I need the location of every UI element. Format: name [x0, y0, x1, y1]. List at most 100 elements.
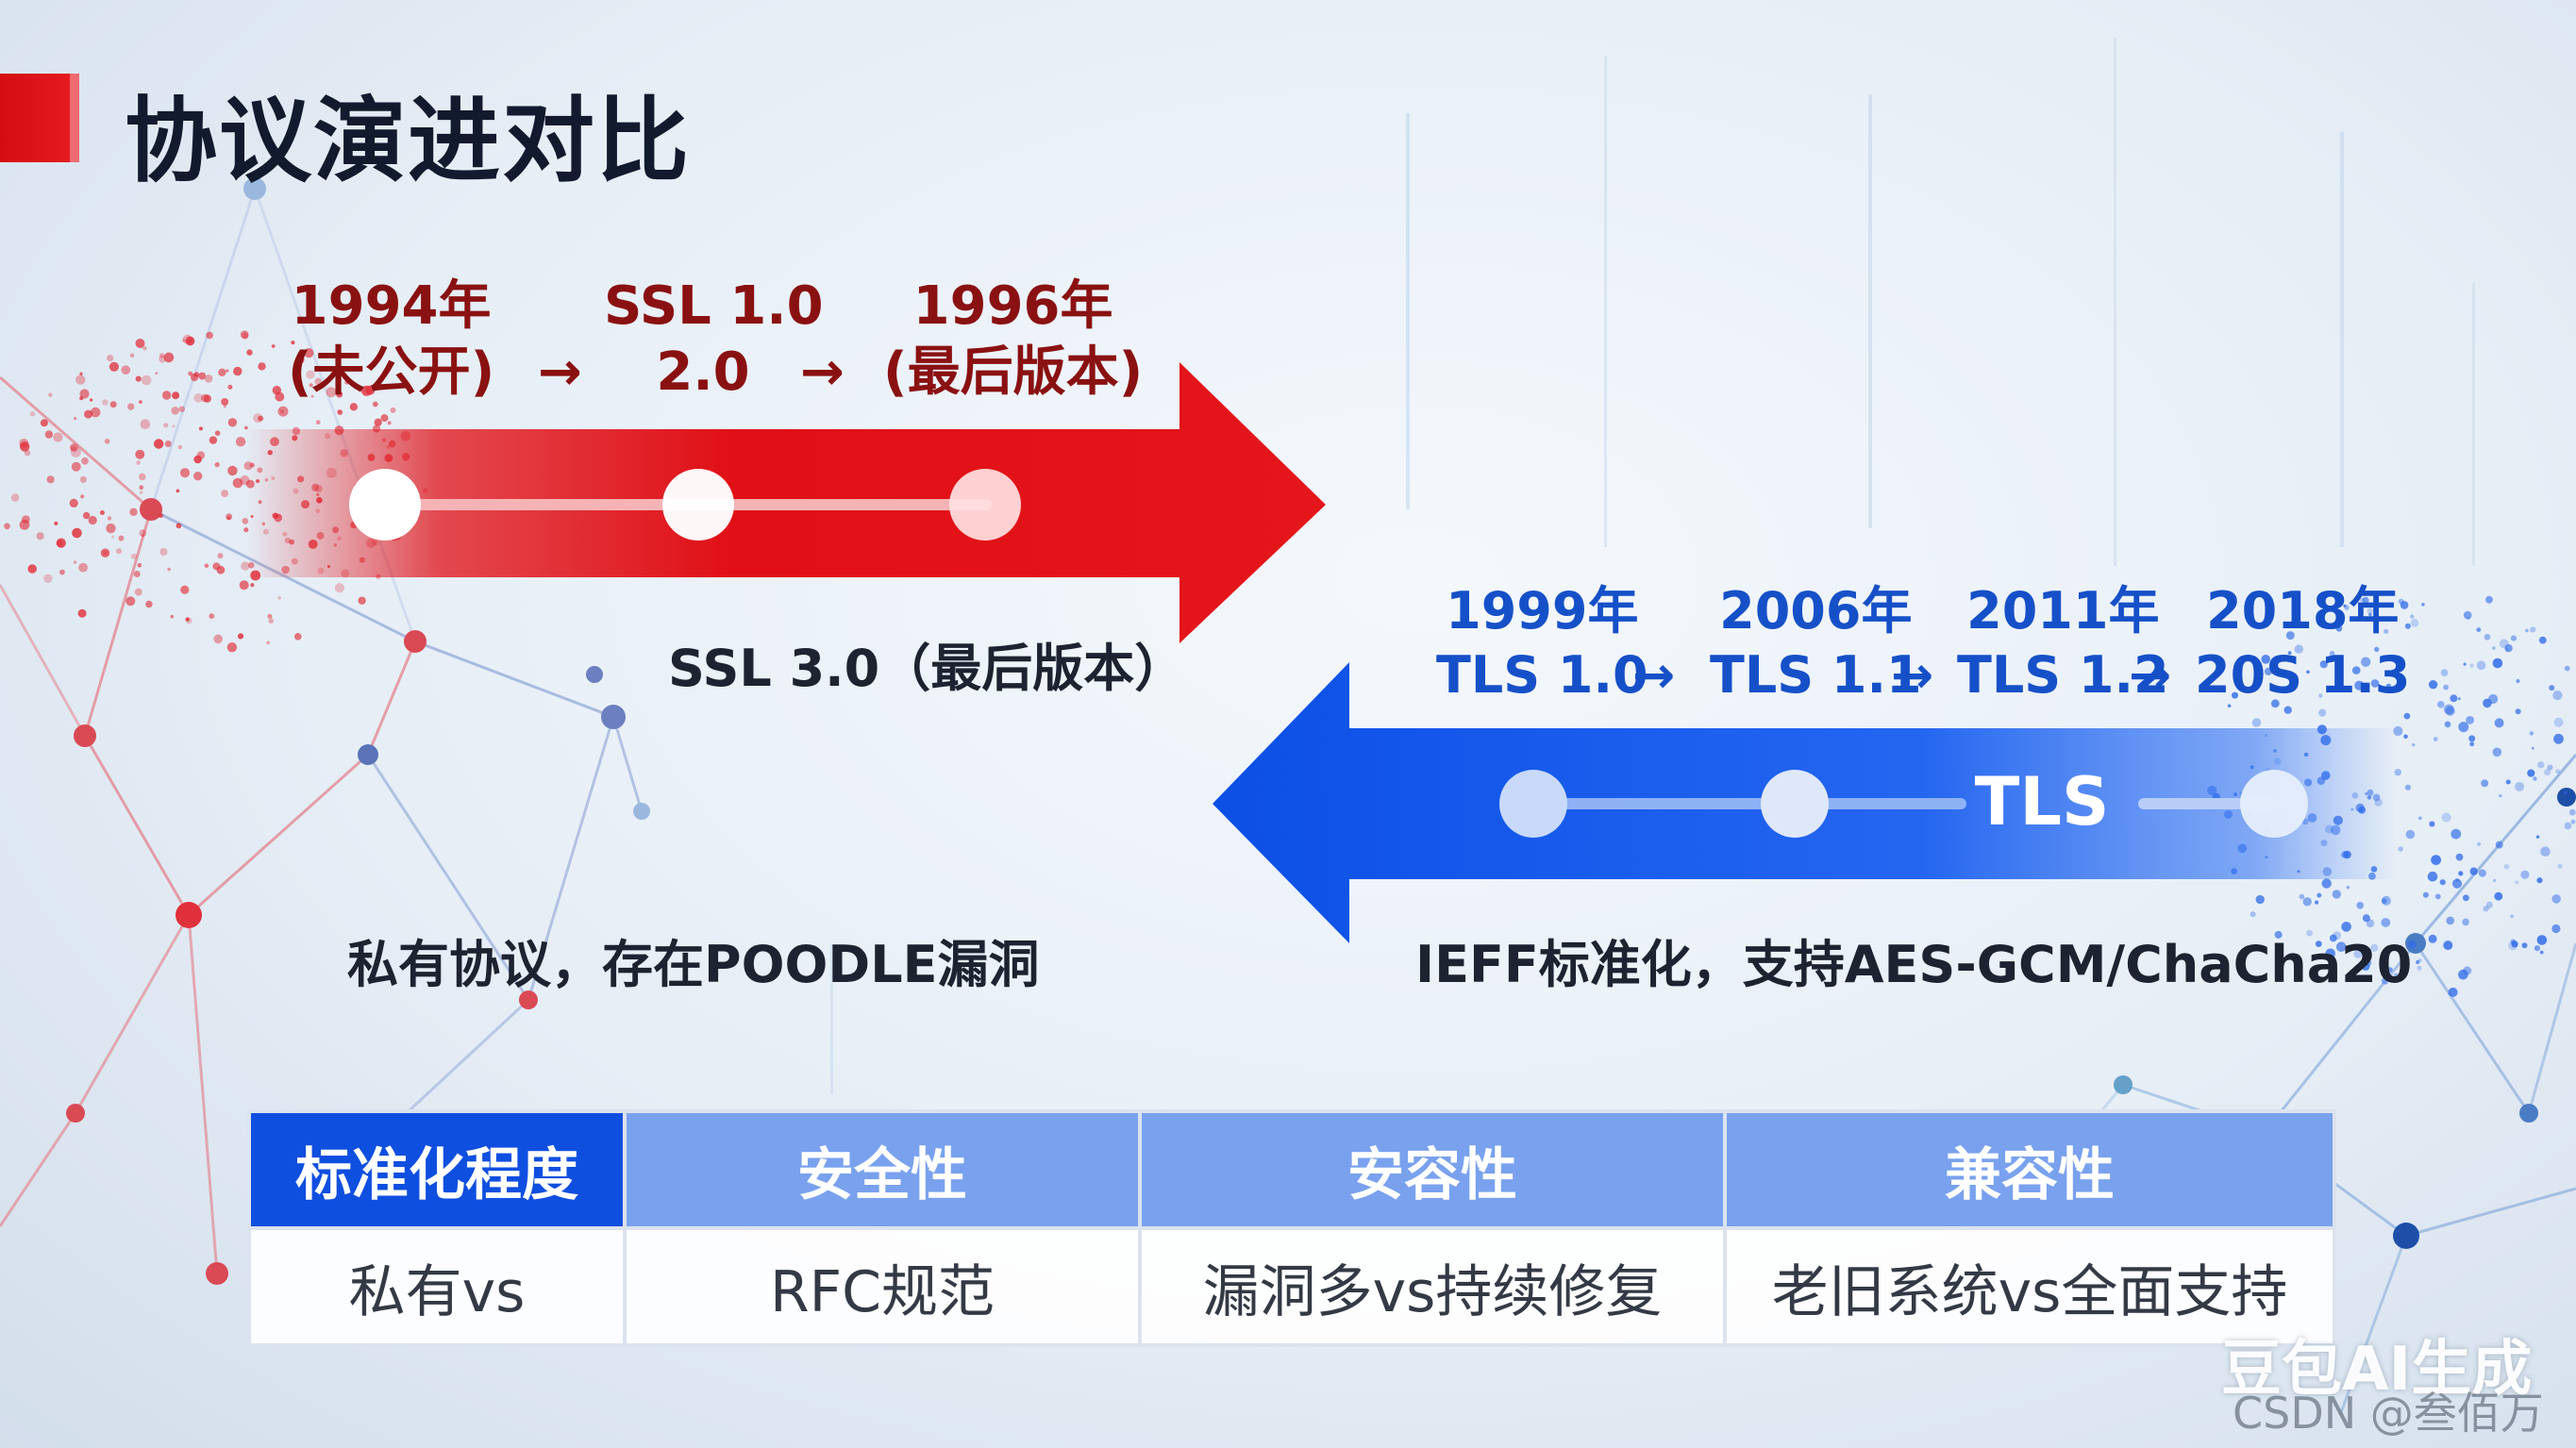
particle-dot [2418, 816, 2422, 820]
particle-dot [193, 455, 202, 464]
particle-dot [164, 441, 172, 447]
light-streaks [830, 38, 2475, 1094]
particle-dot [2294, 644, 2303, 654]
particle-dot [2463, 662, 2467, 666]
particle-dot [2527, 769, 2535, 777]
particle-dot [170, 614, 175, 619]
particle-dot [315, 420, 321, 425]
particle-dot [172, 391, 180, 400]
particle-dot [2534, 945, 2540, 952]
table-cell: RFC规范 [623, 1226, 1142, 1347]
particle-dot [277, 595, 282, 600]
particle-dot [2564, 822, 2572, 830]
particle-dot [127, 403, 135, 410]
particle-dot [161, 391, 172, 400]
particle-dot [56, 538, 66, 548]
tls-version-2-name: TLS 1.1 [1710, 645, 1922, 705]
particle-dot [2335, 941, 2347, 952]
particle-dot [136, 460, 141, 465]
particle-dot [2564, 665, 2570, 672]
particle-dot [2540, 846, 2551, 857]
particle-dot [2354, 680, 2365, 691]
particle-dot [2404, 784, 2411, 791]
particle-dot [36, 532, 44, 541]
table-row: 私有vs RFC规范 漏洞多vs持续修复 老旧系统vs全面支持 [247, 1226, 2336, 1347]
particle-dot [2494, 718, 2504, 728]
comparison-table: 标准化程度 安全性 安容性 兼容性 私有vs RFC规范 漏洞多vs持续修复 老… [247, 1109, 2336, 1347]
particle-dot [2443, 940, 2453, 951]
tls-version-1-name: TLS 1.0 [1436, 645, 1648, 705]
particle-dot [2515, 880, 2518, 885]
particle-dot [154, 439, 164, 449]
particle-dot [2368, 612, 2372, 617]
particle-dot [2285, 631, 2295, 641]
particle-dot [314, 377, 323, 386]
particle-dot [109, 361, 119, 372]
particle-dot [88, 515, 97, 525]
particle-dot [2403, 734, 2408, 740]
ssl-version-3-line2: (最后版本) [883, 341, 1144, 403]
particle-dot [69, 498, 78, 508]
particle-dot [2547, 764, 2553, 771]
particle-dot [2536, 877, 2543, 884]
particle-dot [139, 491, 143, 494]
particle-dot [214, 430, 221, 437]
particle-dot [2410, 614, 2415, 619]
particle-dot [79, 389, 90, 399]
particle-dot [2299, 893, 2305, 900]
particle-dot [142, 346, 147, 351]
tls-version-2: 2006年 TLS 1.1 [1710, 579, 1922, 707]
tls-version-4-name: 20S 1.3 [2195, 645, 2411, 705]
particle-dot [2422, 891, 2429, 898]
particle-dot [2446, 916, 2454, 925]
particle-dot [349, 403, 359, 411]
tls-version-3-year: 2011年 [1966, 581, 2160, 641]
particle-dot [155, 372, 159, 375]
tls-version-1-year: 1999年 [1446, 581, 1639, 641]
particle-dot [2306, 929, 2314, 937]
particle-dot [135, 375, 142, 382]
particle-dot [2568, 808, 2576, 816]
particle-dot [227, 465, 238, 476]
particle-dot [390, 407, 396, 413]
particle-dot [2476, 627, 2482, 632]
ssl-version-2-line1: SSL 1.0 [604, 275, 824, 337]
particle-dot [2570, 819, 2576, 824]
particle-dot [2251, 718, 2262, 727]
particle-dot [171, 407, 179, 415]
particle-dot [100, 548, 110, 558]
particle-dot [69, 442, 78, 452]
particle-dot [118, 535, 125, 541]
tls-version-2-year: 2006年 [1719, 581, 1913, 641]
ssl-arrow-2: → [800, 341, 845, 403]
particle-dot [111, 535, 115, 539]
particle-dot [2387, 967, 2393, 973]
particle-dot [272, 386, 281, 395]
particle-dot [209, 613, 215, 619]
particle-dot [2463, 610, 2472, 620]
particle-dot [182, 334, 192, 344]
particle-dot [2384, 628, 2389, 634]
particle-dot [2510, 914, 2514, 919]
particle-dot [2537, 761, 2545, 769]
particle-dot [2457, 697, 2461, 701]
particle-dot [214, 461, 220, 468]
network-left-nodes [66, 177, 650, 1285]
particles-red [4, 330, 428, 653]
tls-arrow-label: TLS [1975, 763, 2110, 841]
particle-dot [235, 437, 246, 447]
particle-dot [2428, 934, 2437, 943]
particle-dot [71, 461, 81, 472]
particle-dot [2381, 898, 2387, 904]
particle-dot [2333, 931, 2341, 940]
particle-dot [4, 523, 10, 530]
particle-dot [79, 475, 87, 483]
particle-dot [2469, 867, 2478, 875]
particle-dot [2469, 663, 2474, 668]
particle-dot [203, 394, 211, 403]
particle-dot [2374, 646, 2380, 653]
particle-dot [104, 439, 110, 444]
table-cell: 老旧系统vs全面支持 [1723, 1226, 2336, 1347]
table-header-row: 标准化程度 安全性 安容性 兼容性 [247, 1109, 2336, 1230]
particle-dot [2484, 634, 2491, 641]
